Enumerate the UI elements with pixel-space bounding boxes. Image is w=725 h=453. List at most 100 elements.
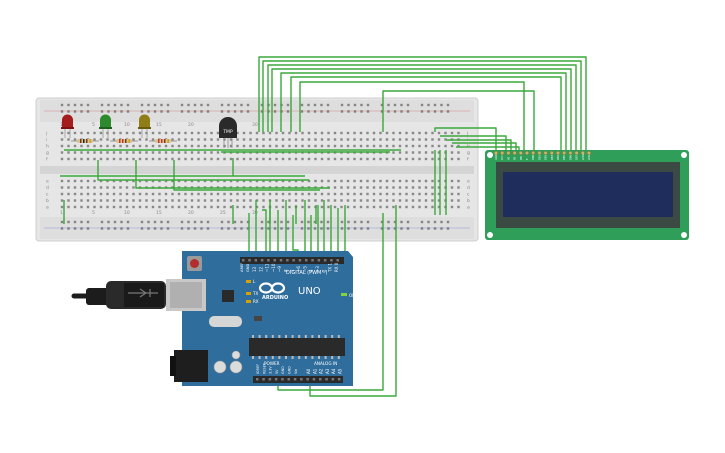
arduino-logo-icon: [258, 282, 286, 294]
digital-pin-label: ~11: [265, 263, 270, 272]
column-number: 30: [252, 122, 258, 128]
atmega-chip: [249, 338, 345, 356]
wire-lcd-7: [299, 81, 525, 150]
usb-chip: [222, 290, 234, 302]
led-red[interactable]: [61, 114, 74, 139]
column-number: 25: [220, 210, 226, 216]
lcd-pin: [587, 150, 592, 155]
digital-pin-label: RX 0: [334, 262, 339, 272]
analog-pin-label: A3: [325, 368, 330, 374]
lcd-pin: [525, 150, 530, 155]
led-green[interactable]: [99, 114, 112, 139]
lcd-pin-label: E: [526, 158, 529, 160]
analog-pin-label: A1: [312, 368, 317, 374]
power-pin-label: 3.3V: [269, 366, 273, 374]
power-pin-label: Vin: [294, 369, 298, 374]
row-letter: b: [467, 198, 470, 204]
power-pin-label: GND: [288, 366, 292, 374]
lcd-pin: [549, 150, 554, 155]
digital-pin-label: 2: [321, 269, 326, 272]
digital-pin-label: ~9: [277, 266, 282, 272]
lcd-pin: [580, 150, 585, 155]
lcd-pin-label: LED+: [582, 153, 585, 160]
lcd-pin: [512, 150, 517, 155]
lcd-pin: [556, 150, 561, 155]
digital-pin-label: 8: [284, 269, 289, 272]
lcd-pin-label: DB7: [576, 155, 579, 160]
aref-label: AREF: [240, 263, 244, 272]
digital-pin-label: 4: [309, 269, 314, 272]
row-letter: j: [45, 131, 47, 137]
row-letter: f: [46, 157, 48, 163]
row-letter: g: [467, 151, 470, 156]
sensor-label: TMP: [222, 129, 233, 135]
lcd-pin-label: DB3: [551, 155, 554, 160]
lcd-pin-label: DB1: [538, 155, 541, 160]
analog-pin-label: A0: [306, 368, 311, 374]
gnd-label: GND: [246, 264, 250, 272]
digital-pin-label: ~6: [296, 266, 301, 272]
digital-pin-label: ~10: [271, 263, 276, 272]
power-analog-header: [253, 376, 343, 383]
resistor-1[interactable]: [71, 139, 99, 143]
row-letter: c: [46, 193, 49, 198]
lcd-pin-label: RW: [520, 155, 523, 160]
lcd-screen: [503, 172, 673, 217]
row-letter: g: [46, 151, 49, 156]
temperature-sensor[interactable]: TMP: [219, 117, 237, 148]
lcd-pin: [543, 150, 548, 155]
column-number: 10: [124, 210, 130, 216]
lcd-pin-label: GND: [495, 154, 498, 160]
column-number: 15: [156, 122, 162, 128]
wire-lcd-6: [290, 76, 562, 150]
row-letter: e: [46, 180, 49, 185]
row-letter: f: [467, 157, 469, 163]
lcd-pin: [494, 150, 499, 155]
digital-pin-label: 7: [290, 269, 295, 272]
led-yellow[interactable]: [138, 114, 151, 139]
row-letter: d: [46, 185, 49, 191]
analog-pin-label: A4: [331, 368, 336, 374]
column-number: 20: [188, 122, 194, 128]
lcd-pin: [574, 150, 579, 155]
column-number: 10: [124, 122, 130, 128]
digital-label: DIGITAL (PWM~): [286, 270, 328, 276]
power-label: POWER: [264, 361, 280, 366]
row-letter: b: [46, 198, 49, 204]
power-pin-label: 5V: [275, 369, 279, 374]
analog-pin-label: A5: [338, 368, 343, 374]
power-jack: [174, 350, 208, 382]
usb-cable[interactable]: [71, 281, 166, 309]
wire-lcd-2: [262, 60, 582, 150]
lcd-pin: [500, 150, 505, 155]
wire-lcd-9: [434, 127, 497, 150]
lcd-pin: [537, 150, 542, 155]
wire-lcd-10: [440, 135, 507, 150]
column-number: 1: [60, 122, 63, 128]
analog-pin-label: A2: [319, 368, 324, 374]
row-letter: h: [46, 144, 49, 150]
column-number: 15: [156, 210, 162, 216]
resistor-3[interactable]: [149, 139, 177, 143]
lcd-pin-label: DB4: [557, 155, 560, 160]
lcd-pin-label: DB0: [532, 155, 535, 160]
wire-lcd-5: [280, 72, 567, 150]
wire-lcd-13: [456, 146, 520, 150]
lcd-pin-label: RS: [514, 156, 517, 160]
lcd-pin-label: LED-: [588, 154, 591, 160]
lcd-pin: [562, 150, 567, 155]
arduino-model: UNO: [298, 286, 321, 297]
capacitor-2: [229, 360, 243, 374]
power-pin-label: RESET: [262, 362, 266, 374]
wire-lcd-8: [382, 90, 535, 150]
resistor-2[interactable]: [110, 139, 138, 143]
column-number: 5: [92, 210, 95, 216]
l-label: L: [253, 279, 256, 284]
